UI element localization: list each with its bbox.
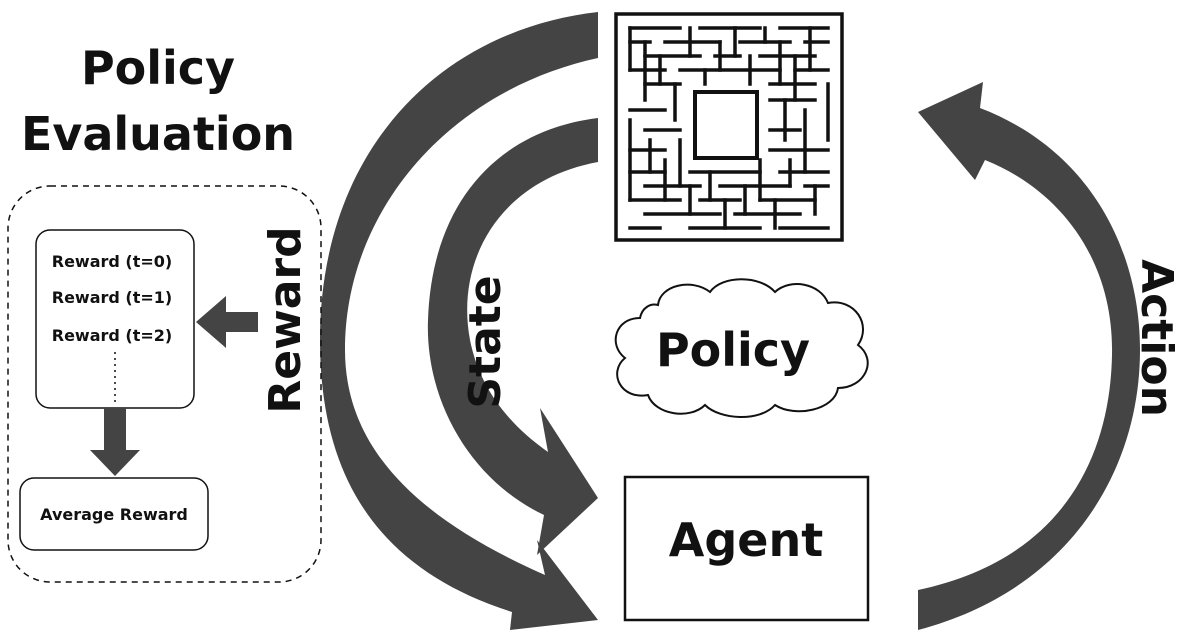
- state-arc: [427, 118, 598, 555]
- reward-arc: [320, 12, 598, 630]
- average-reward-box: [19, 477, 209, 551]
- average-down-arrow: [90, 408, 140, 476]
- reward-item-t1: Reward (t=1): [52, 288, 172, 307]
- maze-walls-vertical: [628, 26, 830, 230]
- state-label: State: [460, 275, 511, 408]
- policy-label: Policy: [656, 323, 810, 377]
- agent-label: Agent: [669, 513, 823, 567]
- reward-label: Reward: [260, 226, 311, 413]
- average-reward-label: Average Reward: [40, 505, 188, 524]
- maze-center-room: [693, 90, 759, 160]
- maze-outer-wall: [614, 12, 844, 242]
- action-arc: [918, 82, 1140, 630]
- policy-cloud: Policy: [614, 278, 869, 418]
- reward-item-t2: Reward (t=2): [52, 326, 172, 345]
- policy-evaluation-title-line2: Evaluation: [21, 107, 295, 161]
- policy-cloud-shape: [614, 278, 869, 418]
- state-flow-arrow: [427, 118, 598, 555]
- reward-item-t0: Reward (t=0): [52, 252, 172, 271]
- action-flow-arrow: [918, 82, 1140, 630]
- maze-environment: [614, 12, 844, 242]
- action-label: Action: [1131, 259, 1182, 417]
- reward-input-arrow: [196, 296, 258, 348]
- reward-flow-arrow: [320, 12, 598, 630]
- agent-box-border: [623, 475, 870, 622]
- policy-evaluation-title-line1: Policy: [81, 41, 235, 95]
- policy-evaluation-container: [7, 185, 322, 583]
- agent-box: Agent: [623, 475, 870, 622]
